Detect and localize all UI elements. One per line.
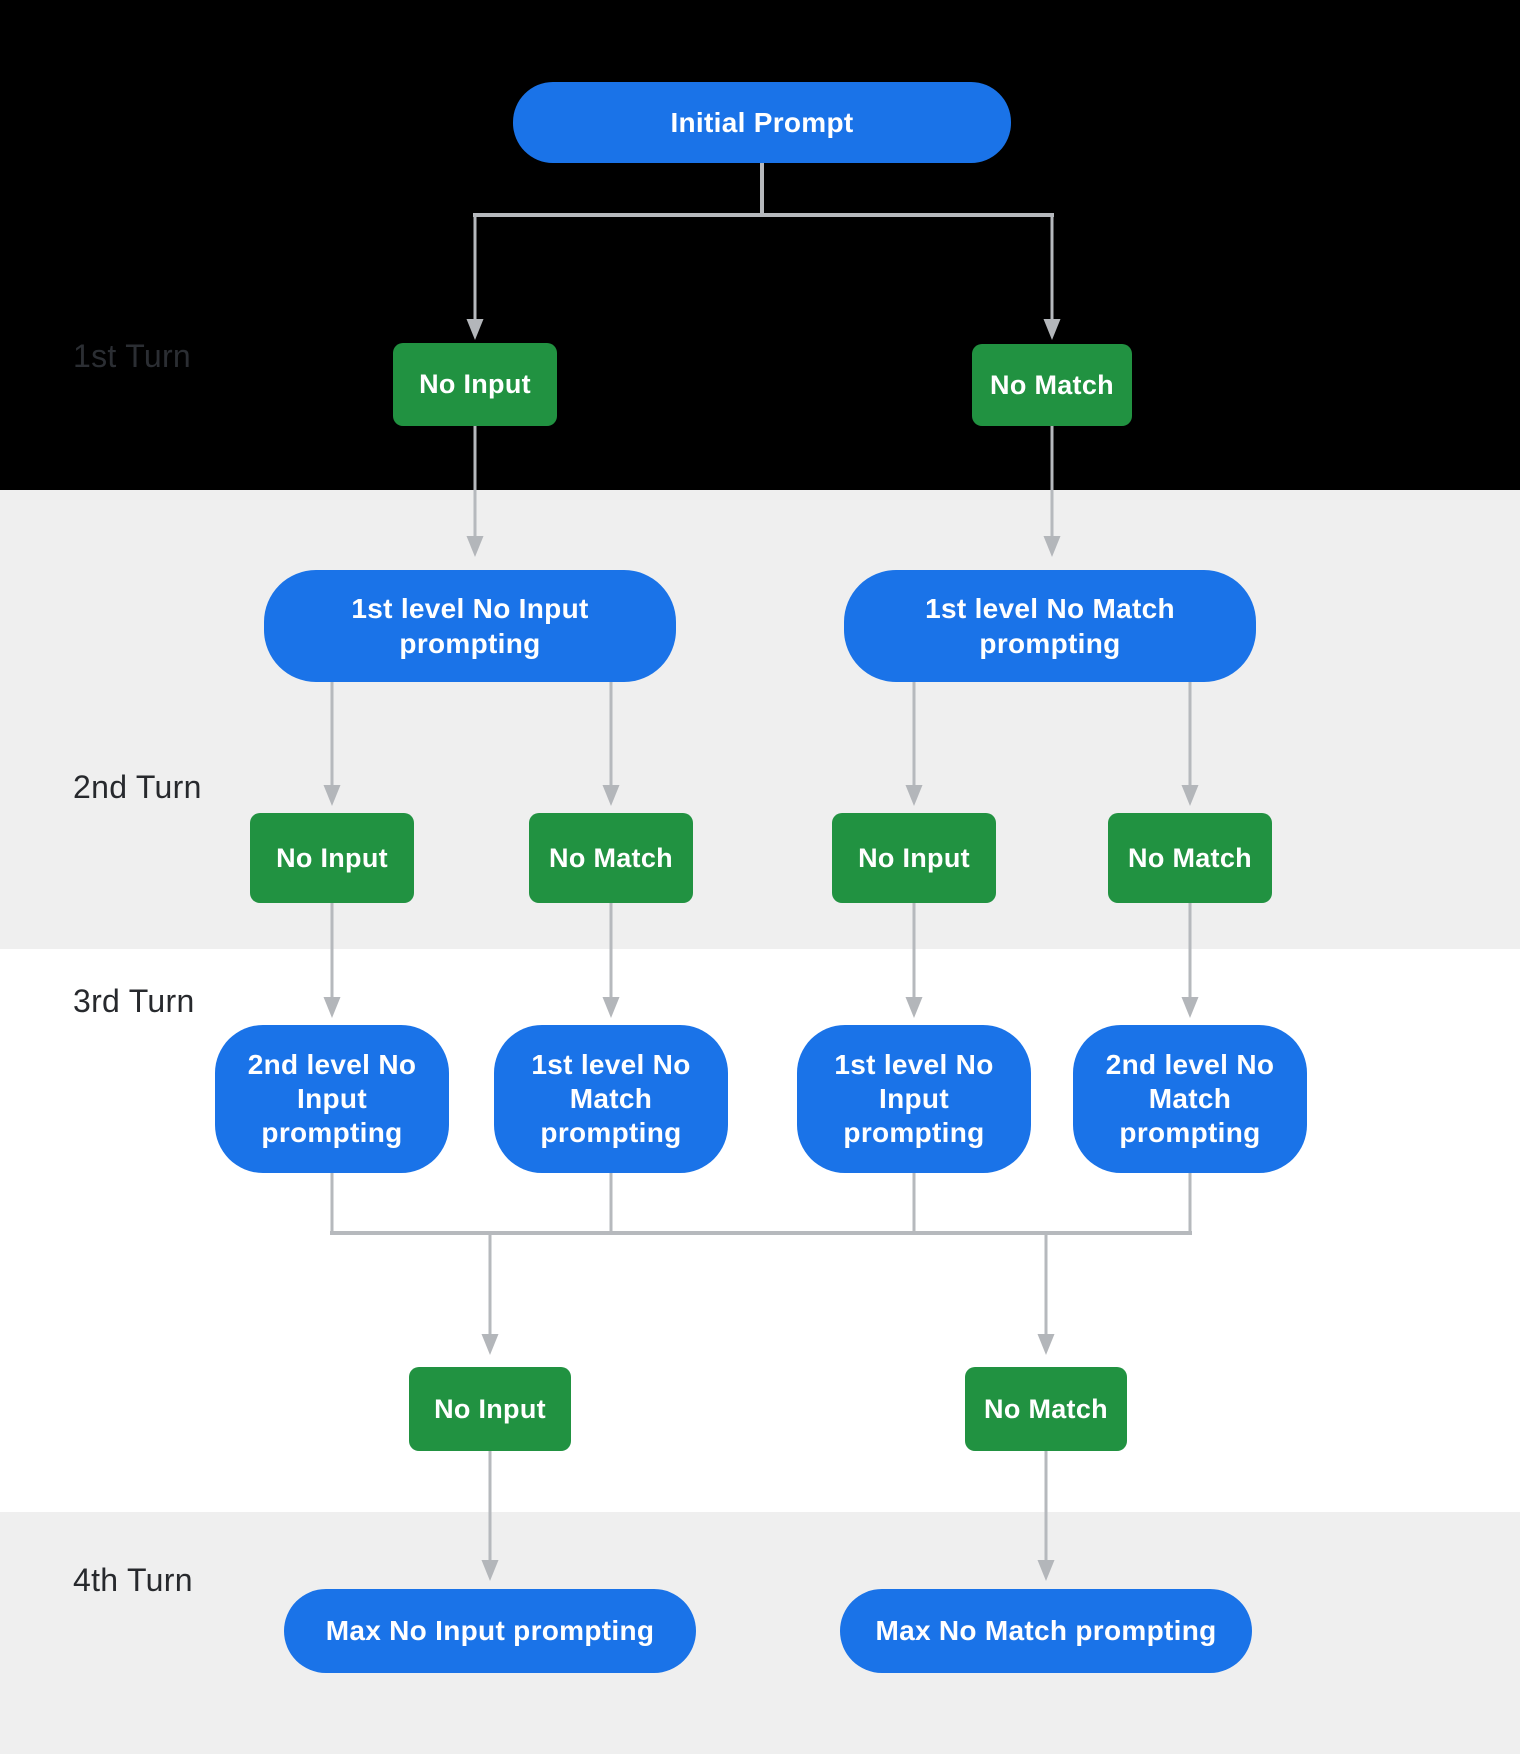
connector-turn1-to-level1 [466,426,1061,557]
arrow-head [602,785,620,806]
arrow-head [1043,536,1061,557]
connector-merge [330,1173,1192,1355]
node-turn2-no-match-b: No Match [1108,813,1272,903]
arrow-head [466,536,484,557]
arrow-head [1043,319,1061,340]
connector-level1-to-turn2 [323,682,1199,806]
node-initial-prompt: Initial Prompt [513,82,1011,163]
node-level1-no-match-prompting: 1st level No Match prompting [844,570,1256,682]
node-turn1-no-match: No Match [972,344,1132,426]
node-turn1-no-input: No Input [393,343,557,426]
band-turn-1 [0,0,1520,490]
arrow-head [602,997,620,1018]
arrow-head [323,997,341,1018]
connector-turn3-to-turn4 [481,1451,1055,1581]
band-turn-4 [0,1512,1520,1754]
arrow-head [323,785,341,806]
arrow-head [1181,997,1199,1018]
node-level2-no-input-prompting: 2nd level No Input prompting [215,1025,449,1173]
arrow-head [905,785,923,806]
node-level2-no-match-prompting: 2nd level No Match prompting [1073,1025,1307,1173]
arrow-head [1037,1560,1055,1581]
turn-label-2: 2nd Turn [73,769,202,805]
arrow-head [481,1560,499,1581]
connector-turn2-to-turn3 [323,903,1199,1018]
connector-initial-split [466,163,1061,340]
turn-label-4: 4th Turn [73,1562,193,1598]
node-max-no-input-prompting: Max No Input prompting [284,1589,696,1673]
node-level1-no-input-prompting: 1st level No Input prompting [264,570,676,682]
node-level1-no-input-prompting-t3: 1st level No Input prompting [797,1025,1031,1173]
node-turn2-no-input-a: No Input [250,813,414,903]
arrow-head [466,319,484,340]
turn-label-1: 1st Turn [73,338,192,374]
node-max-no-match-prompting: Max No Match prompting [840,1589,1252,1673]
node-turn3-no-input: No Input [409,1367,571,1451]
turn-label-3: 3rd Turn [73,983,195,1019]
arrow-head [481,1334,499,1355]
node-turn2-no-input-b: No Input [832,813,996,903]
node-turn2-no-match-a: No Match [529,813,693,903]
node-level1-no-match-prompting-t3: 1st level No Match prompting [494,1025,728,1173]
arrow-head [1037,1334,1055,1355]
arrow-head [905,997,923,1018]
arrow-head [1181,785,1199,806]
node-turn3-no-match: No Match [965,1367,1127,1451]
